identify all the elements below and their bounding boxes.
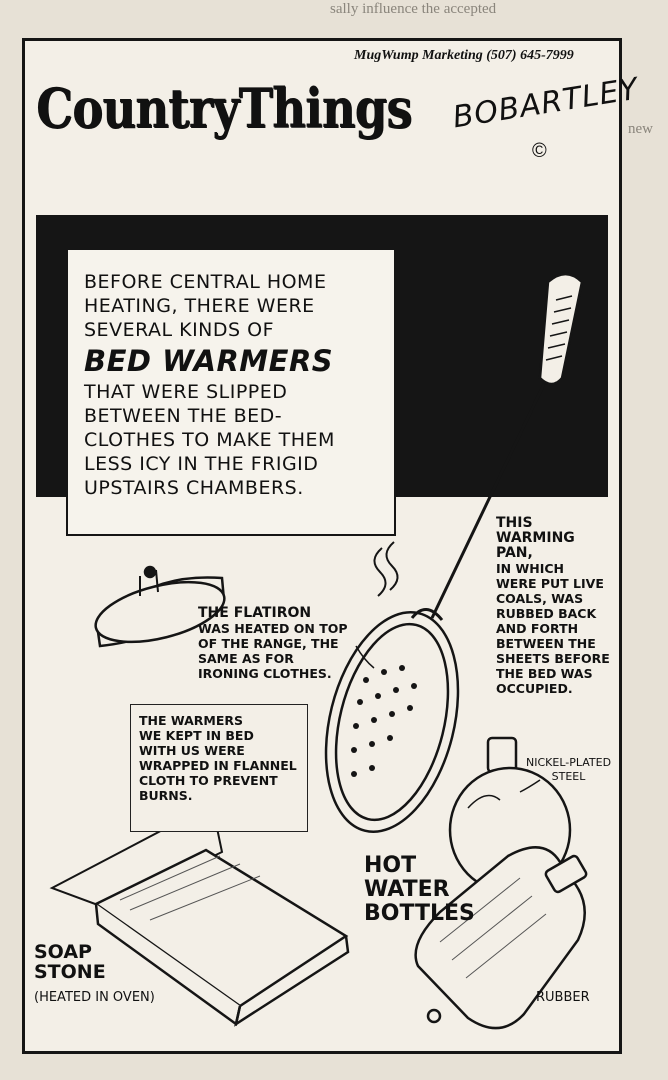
caption-line: COALS, WAS xyxy=(496,591,584,606)
flatiron-lead: THE FLATIRON xyxy=(198,605,312,621)
pointer-lines xyxy=(355,645,541,793)
note-line: CLOTH TO PREVENT xyxy=(139,773,278,788)
caption-line: SHEETS BEFORE xyxy=(496,651,610,666)
caption-line: WERE PUT LIVE xyxy=(496,576,604,591)
warming-pan-lead: THIS WARMING PAN, xyxy=(496,515,575,561)
caption-line: OCCUPIED. xyxy=(496,681,573,696)
intro-line: CLOTHES TO MAKE THEM xyxy=(84,429,335,451)
label-line: STONE xyxy=(34,961,106,983)
intro-line: SEVERAL KINDS OF xyxy=(84,319,275,341)
hot-water-bottle-icon xyxy=(414,736,588,1030)
soapstone-icon xyxy=(49,802,350,1027)
label-line: HOT xyxy=(364,853,417,878)
nickel-plated-label: NICKEL-PLATED STEEL xyxy=(526,756,611,784)
label-line: BOTTLES xyxy=(364,901,475,926)
caption-line: BETWEEN THE xyxy=(496,636,596,651)
hot-water-bottles-label: HOT WATER BOTTLES xyxy=(364,854,475,926)
intro-line: BEFORE CENTRAL HOME xyxy=(84,271,327,293)
publisher-credit: MugWump Marketing (507) 645-7999 xyxy=(354,48,574,63)
caption-line: OF THE RANGE, THE xyxy=(198,636,339,651)
soapstone-label: SOAP STONE xyxy=(34,942,106,982)
warmers-note-box: THE WARMERS WE KEPT IN BED WITH US WERE … xyxy=(130,704,308,832)
note-line: THE WARMERS xyxy=(139,713,244,728)
caption-line: IRONING CLOTHES. xyxy=(198,666,332,681)
copyright-mark: © xyxy=(532,140,547,162)
label-line: NICKEL-PLATED xyxy=(526,756,612,769)
intro-line: UPSTAIRS CHAMBERS. xyxy=(84,477,304,499)
flatiron-icon xyxy=(94,565,226,648)
note-line: BURNS. xyxy=(139,788,193,803)
flatiron-caption: THE FLATIRON WAS HEATED ON TOP OF THE RA… xyxy=(198,605,374,682)
newsprint-line: new xyxy=(628,121,653,137)
intro-line: THAT WERE SLIPPED xyxy=(84,381,288,403)
intro-caption-box: BEFORE CENTRAL HOME HEATING, THERE WERE … xyxy=(66,248,396,536)
newsprint-line: sally influence the accepted xyxy=(330,1,497,17)
soapstone-subtitle: (HEATED IN OVEN) xyxy=(34,990,155,1005)
intro-emphasis: BED WARMERS xyxy=(84,344,334,378)
intro-line: BETWEEN THE BED- xyxy=(84,405,283,427)
caption-line: AND FORTH xyxy=(496,621,579,636)
warming-pan-icon xyxy=(324,272,584,833)
rubber-label: RUBBER xyxy=(536,990,590,1005)
caption-line: IN WHICH xyxy=(496,561,564,576)
caption-line: WAS HEATED ON TOP xyxy=(198,621,348,636)
note-line: WRAPPED IN FLANNEL xyxy=(139,758,297,773)
note-line: WE KEPT IN BED xyxy=(139,728,254,743)
caption-line: THE BED WAS xyxy=(496,666,593,681)
comic-title: CountryThings xyxy=(36,76,412,140)
caption-line: RUBBED BACK xyxy=(496,606,597,621)
warming-pan-caption: THIS WARMING PAN, IN WHICH WERE PUT LIVE… xyxy=(496,515,616,697)
intro-line: HEATING, THERE WERE xyxy=(84,295,315,317)
background-newsprint: sally influence the accepted xyxy=(330,0,496,19)
label-line: WATER xyxy=(364,877,450,902)
background-newsprint-side: new xyxy=(628,120,668,139)
note-line: WITH US WERE xyxy=(139,743,245,758)
intro-line: LESS ICY IN THE FRIGID xyxy=(84,453,319,475)
label-line: SOAP xyxy=(34,941,92,963)
label-line: STEEL xyxy=(551,770,586,783)
caption-line: SAME AS FOR xyxy=(198,651,294,666)
